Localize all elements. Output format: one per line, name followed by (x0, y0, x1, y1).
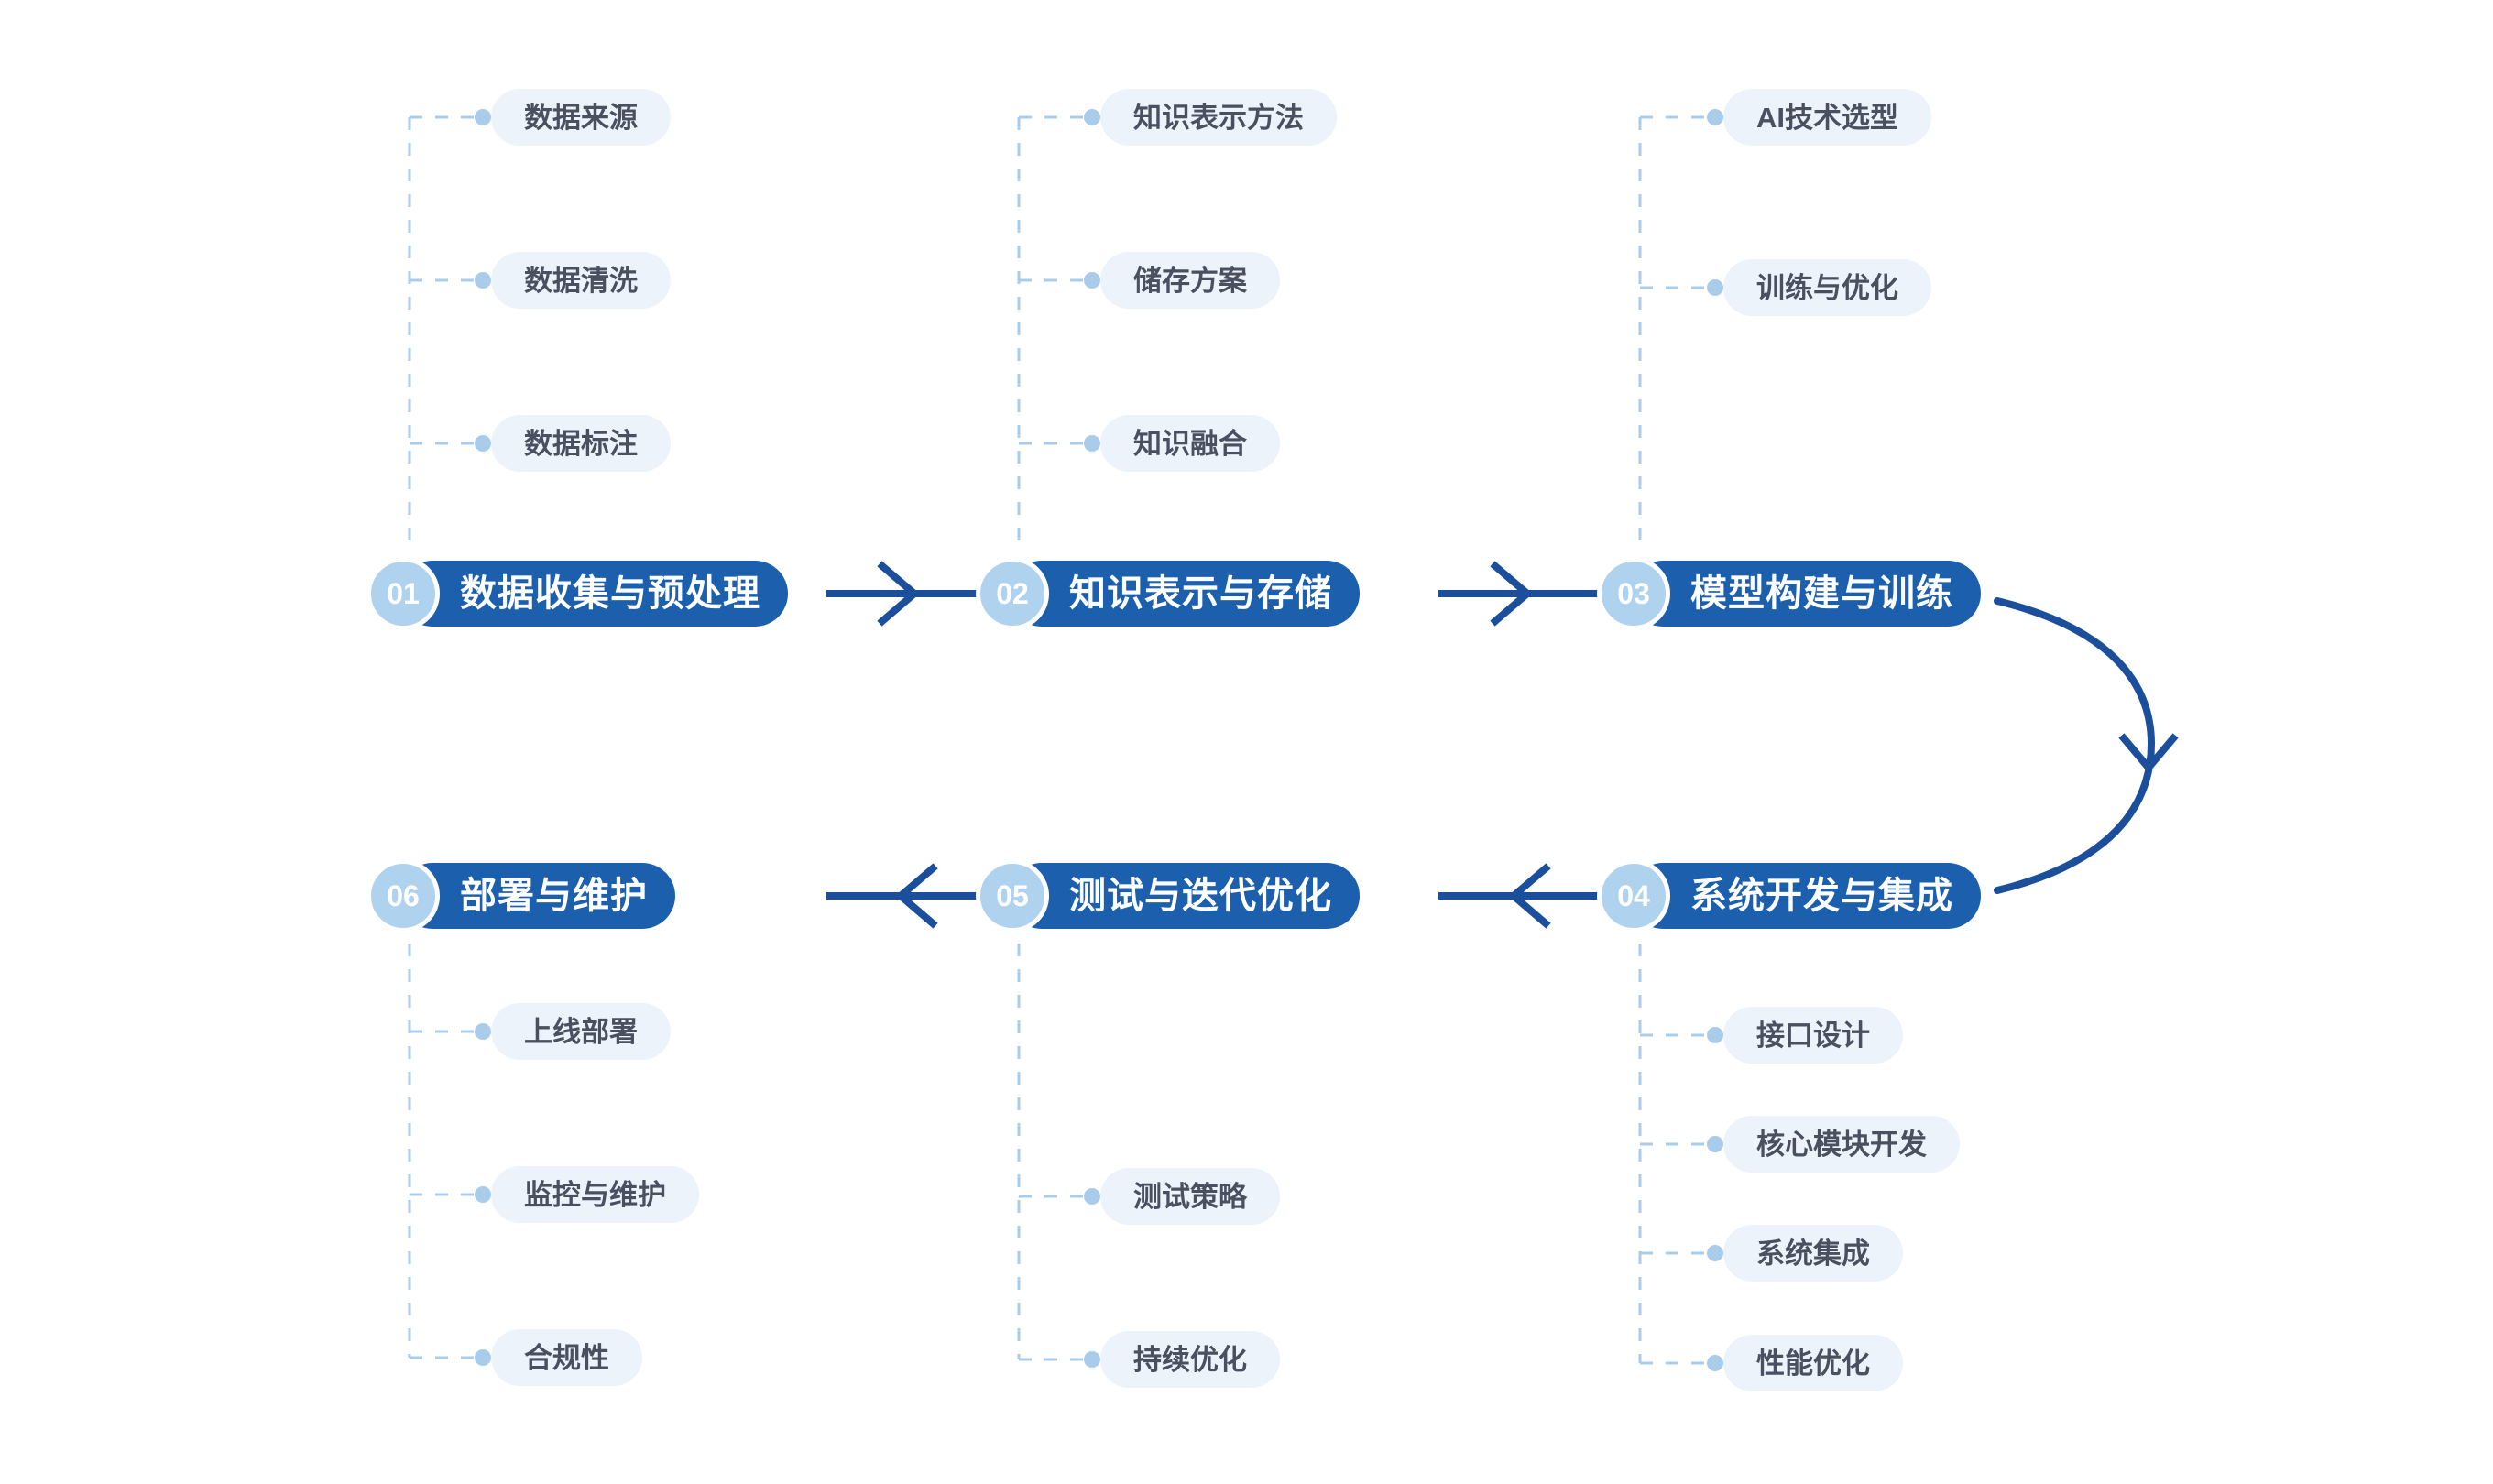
leaf-pill[interactable]: 数据清洗 (491, 252, 671, 309)
stage-title: 系统开发与集成 (1690, 876, 1953, 916)
leaf-label: 知识表示方法 (1133, 101, 1304, 134)
leaf-dot (475, 1186, 491, 1203)
leaf-pill[interactable]: 知识表示方法 (1100, 89, 1337, 146)
leaf-label: 知识融合 (1133, 427, 1247, 460)
subtree-wires-05 (1017, 918, 1092, 1361)
stage-bar: 模型构建与训练 (1630, 561, 1981, 627)
leaf-label: 持续优化 (1133, 1343, 1247, 1376)
subtree-wires-03 (1638, 115, 1715, 546)
leaf-pill[interactable]: AI技术选型 (1723, 89, 1931, 146)
leaf-pill[interactable]: 数据来源 (491, 89, 671, 146)
leaf-label: 测试策略 (1133, 1180, 1247, 1213)
arrowhead-04-to-05 (1507, 863, 1551, 929)
leaf-label: 合规性 (524, 1341, 609, 1374)
stage-bar: 数据收集与预处理 (399, 561, 788, 627)
leaf-dot (475, 109, 491, 125)
leaf-pill[interactable]: 接口设计 (1723, 1007, 1903, 1064)
stage-title: 知识表示与存储 (1069, 573, 1332, 614)
leaf-pill[interactable]: 合规性 (491, 1329, 642, 1386)
stage-title: 模型构建与训练 (1690, 573, 1953, 614)
leaf-dot (1707, 109, 1723, 125)
leaf-label: 储存方案 (1133, 264, 1247, 297)
leaf-label: 数据来源 (524, 101, 638, 134)
leaf-pill[interactable]: 知识融合 (1100, 415, 1280, 472)
leaf-label: 训练与优化 (1756, 271, 1898, 304)
arrowhead-03-to-04 (2118, 733, 2179, 774)
stage-title: 部署与维护 (460, 876, 648, 916)
arrowhead-02-to-03 (1490, 561, 1534, 627)
leaf-label: 系统集成 (1756, 1237, 1870, 1270)
stage-number-badge: 02 (976, 557, 1049, 630)
leaf-dot (475, 272, 491, 289)
stage-bar: 测试与迭代优化 (1009, 863, 1360, 929)
stage-title: 数据收集与预处理 (460, 573, 760, 614)
subtree-wires-06 (408, 918, 483, 1359)
stage-number-badge: 06 (366, 859, 440, 933)
leaf-dot (1084, 272, 1100, 289)
leaf-label: 数据标注 (524, 427, 638, 460)
leaf-dot (475, 1023, 491, 1040)
leaf-dot (1084, 1351, 1100, 1368)
stage-number-badge: 05 (976, 859, 1049, 933)
leaf-pill[interactable]: 储存方案 (1100, 252, 1280, 309)
leaf-dot (1707, 1355, 1723, 1371)
leaf-dot (475, 435, 491, 452)
leaf-pill[interactable]: 性能优化 (1723, 1335, 1903, 1391)
leaf-pill[interactable]: 核心模块开发 (1723, 1116, 1960, 1173)
leaf-label: 性能优化 (1756, 1347, 1870, 1380)
leaf-label: 上线部署 (524, 1015, 638, 1048)
leaf-pill[interactable]: 系统集成 (1723, 1225, 1903, 1282)
leaf-pill[interactable]: 监控与维护 (491, 1166, 699, 1223)
leaf-dot (1084, 109, 1100, 125)
leaf-label: 核心模块开发 (1756, 1128, 1927, 1161)
leaf-dot (1707, 1027, 1723, 1043)
leaf-label: 接口设计 (1756, 1019, 1870, 1052)
leaf-dot (1084, 1188, 1100, 1205)
stage-bar: 知识表示与存储 (1009, 561, 1360, 627)
stage-number-badge: 04 (1597, 859, 1670, 933)
subtree-wires-02 (1017, 115, 1092, 546)
arrowhead-01-to-02 (877, 561, 921, 627)
arrow-03-to-04-curve (1994, 597, 2156, 894)
stage-title: 测试与迭代优化 (1069, 876, 1332, 916)
subtree-wires-01 (408, 115, 483, 546)
stage-bar: 系统开发与集成 (1630, 863, 1981, 929)
leaf-pill[interactable]: 数据标注 (491, 415, 671, 472)
leaf-dot (1707, 1245, 1723, 1261)
stage-number-badge: 01 (366, 557, 440, 630)
leaf-dot (1084, 435, 1100, 452)
subtree-wires-04 (1638, 918, 1715, 1365)
leaf-dot (1707, 279, 1723, 296)
leaf-pill[interactable]: 测试策略 (1100, 1168, 1280, 1225)
leaf-pill[interactable]: 训练与优化 (1723, 259, 1931, 316)
leaf-label: 数据清洗 (524, 264, 638, 297)
stage-bar: 部署与维护 (399, 863, 675, 929)
stage-number-badge: 03 (1597, 557, 1670, 630)
leaf-pill[interactable]: 上线部署 (491, 1003, 671, 1060)
leaf-label: 监控与维护 (524, 1178, 666, 1211)
leaf-dot (1707, 1136, 1723, 1152)
leaf-dot (475, 1349, 491, 1366)
arrowhead-05-to-06 (894, 863, 938, 929)
leaf-label: AI技术选型 (1756, 101, 1898, 134)
leaf-pill[interactable]: 持续优化 (1100, 1331, 1280, 1388)
